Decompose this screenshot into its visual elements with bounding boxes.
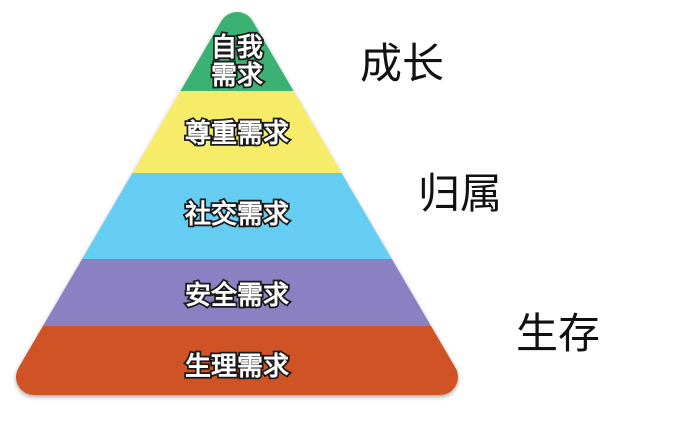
layer-self-actualization: [0, 0, 500, 91]
safety-label: 安全需求: [185, 280, 289, 311]
layer-social: [0, 173, 500, 259]
layer-safety: [0, 259, 500, 326]
social-label: 社交需求: [185, 199, 289, 230]
layer-esteem: [0, 91, 500, 173]
esteem-label: 尊重需求: [185, 118, 289, 149]
survival-label: 生存: [516, 309, 601, 358]
layer-physiological: [0, 326, 500, 406]
self-actualization-label-line2: 需求: [211, 61, 263, 91]
growth-label: 成长: [360, 39, 445, 88]
self-actualization-label-line1: 自我: [211, 32, 263, 63]
physiological-label: 生理需求: [185, 352, 289, 382]
belonging-label: 归属: [418, 169, 503, 218]
